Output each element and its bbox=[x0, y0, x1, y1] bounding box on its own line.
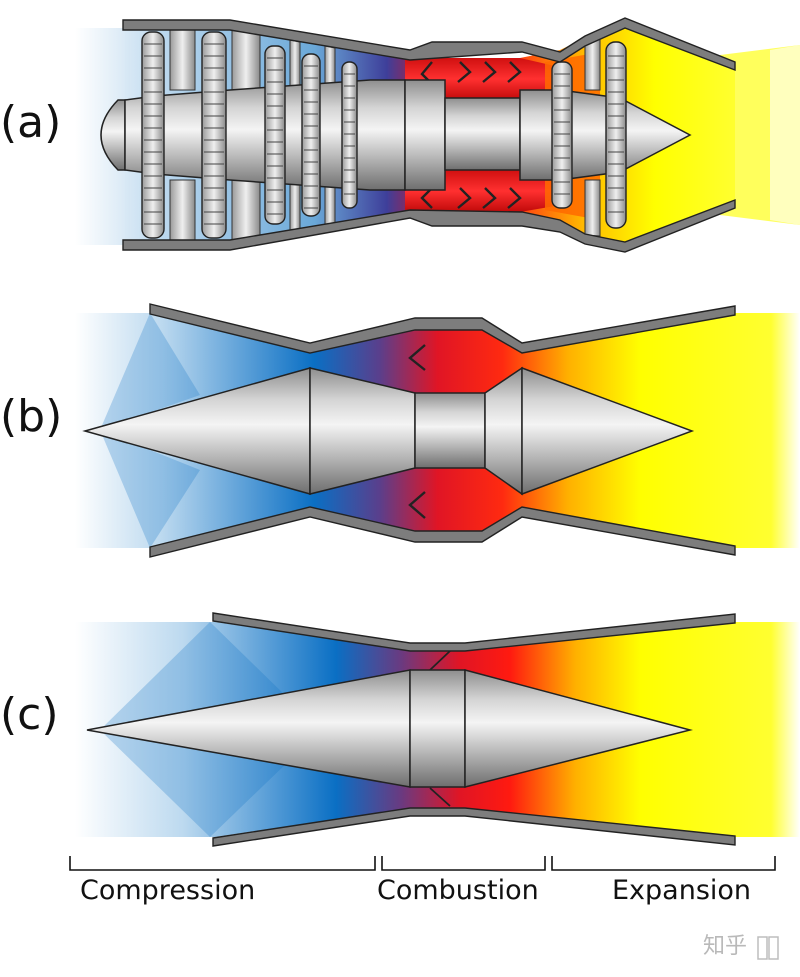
watermark: 知乎 bbox=[703, 934, 747, 959]
compressor-rotors bbox=[141, 31, 358, 239]
bracket-expansion bbox=[551, 856, 776, 871]
main-shaft bbox=[100, 79, 692, 191]
panel-a bbox=[70, 17, 800, 253]
combustor-chevrons bbox=[408, 344, 426, 519]
flame-holders bbox=[429, 650, 451, 807]
panel-label-a: (a) bbox=[0, 97, 61, 148]
engine-casing bbox=[149, 303, 736, 558]
tail-cone bbox=[464, 669, 693, 788]
panel-label-b: (b) bbox=[0, 391, 62, 442]
section-label-combustion: Combustion bbox=[377, 875, 539, 906]
panel-label-c: (c) bbox=[0, 689, 59, 740]
panel-b bbox=[75, 303, 800, 558]
blade-ribs bbox=[144, 43, 624, 225]
turbine-rotors bbox=[551, 41, 627, 229]
engine-casing bbox=[122, 17, 736, 253]
section-brackets bbox=[69, 856, 776, 871]
nose-cone bbox=[100, 99, 126, 171]
section-label-expansion: Expansion bbox=[612, 875, 751, 906]
bracket-compression bbox=[69, 856, 376, 871]
engine-casing bbox=[212, 612, 736, 847]
central-body bbox=[86, 669, 693, 788]
central-body bbox=[82, 366, 695, 496]
bracket-combustion bbox=[381, 856, 546, 871]
panel-c bbox=[75, 612, 800, 847]
section-label-compression: Compression bbox=[80, 875, 255, 906]
tail-cone bbox=[521, 366, 695, 496]
watermark-logo-icon bbox=[757, 936, 779, 960]
